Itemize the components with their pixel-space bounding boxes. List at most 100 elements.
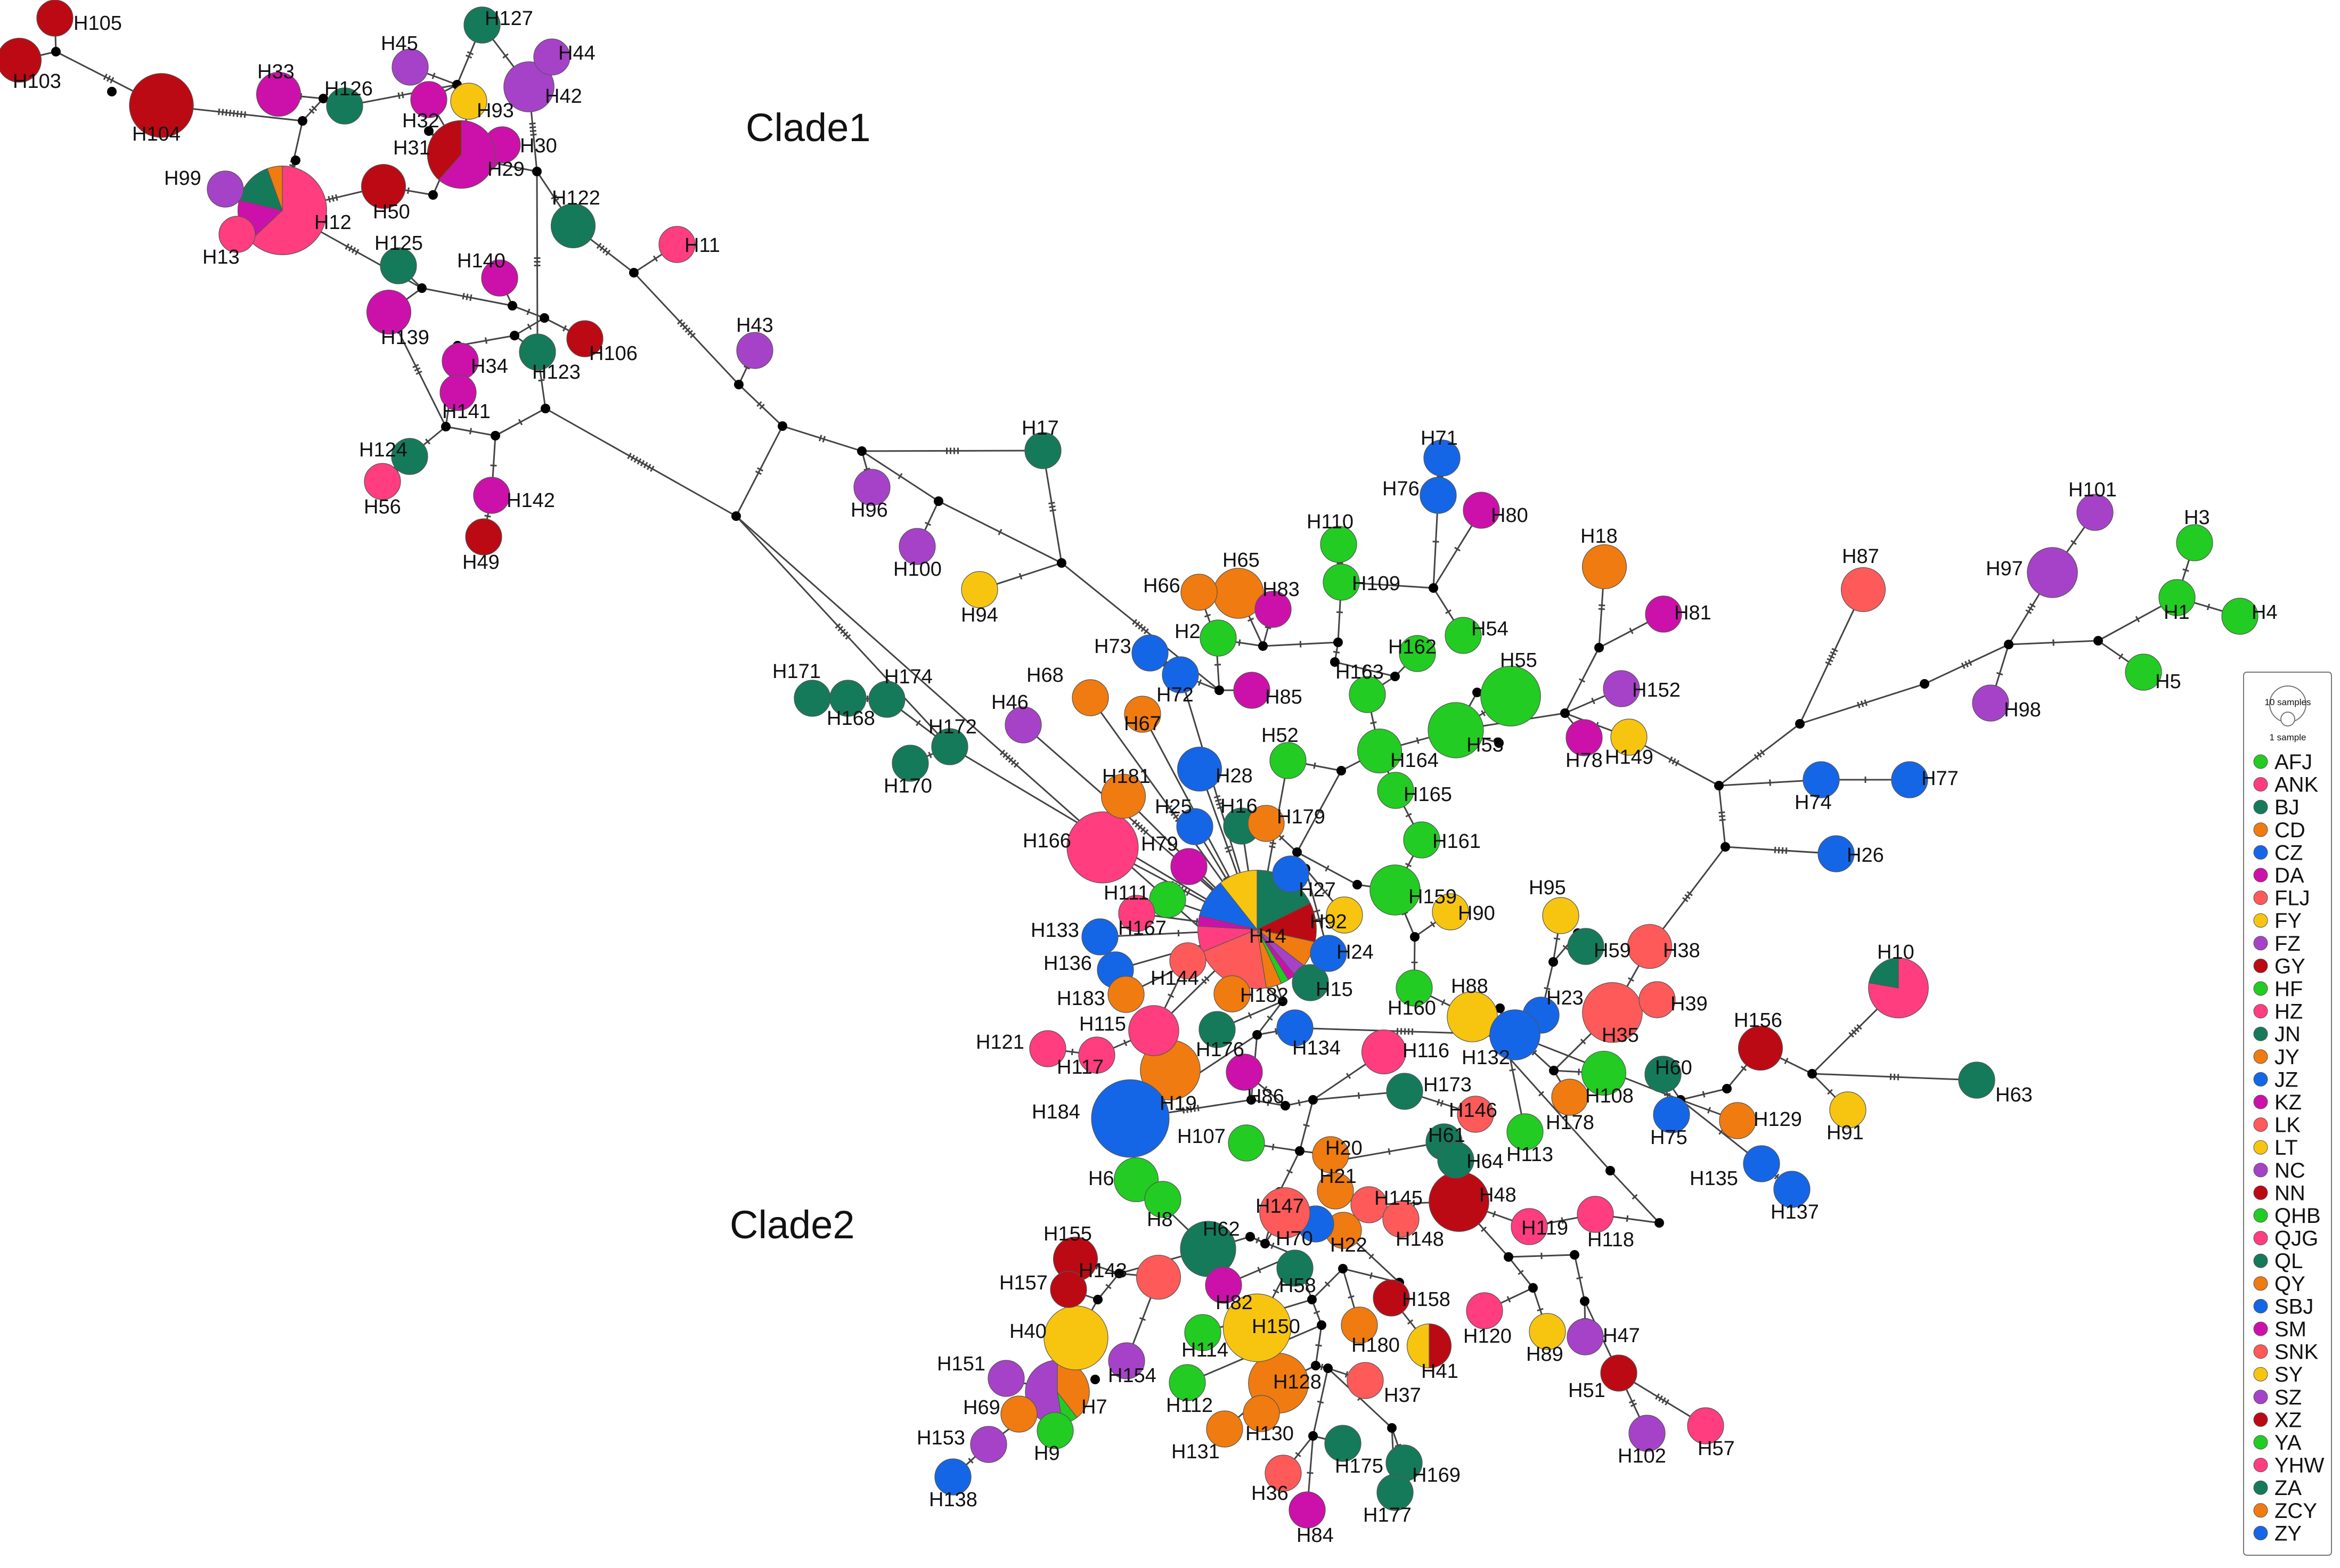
mutation-tick	[1348, 1296, 1355, 1297]
legend-swatch-lt	[2254, 1140, 2268, 1154]
mutation-tick	[1708, 1107, 1710, 1113]
median-vector	[857, 446, 867, 456]
haplotype-node-h166	[1067, 812, 1138, 883]
mutation-tick	[470, 295, 471, 301]
haplotype-label-h61: H61	[1428, 1124, 1465, 1147]
median-vector	[510, 331, 519, 340]
haplotype-node-h51	[1601, 1355, 1637, 1391]
legend-label-za: ZA	[2274, 1476, 2302, 1500]
median-vector	[1352, 880, 1362, 889]
median-vector	[1594, 643, 1604, 652]
haplotype-node-h129	[1719, 1102, 1756, 1139]
haplotype-label-h23: H23	[1546, 987, 1584, 1009]
haplotype-circle	[1137, 1255, 1181, 1300]
haplotype-label-h10: H10	[1877, 941, 1914, 963]
legend-label-ank: ANK	[2274, 773, 2319, 797]
haplotype-label-h122: H122	[552, 187, 600, 209]
haplotype-label-h102: H102	[1618, 1445, 1666, 1467]
haplotype-circle	[1959, 1062, 1995, 1098]
median-vector	[1654, 1218, 1664, 1228]
legend-label-flj: FLJ	[2274, 887, 2310, 910]
haplotype-node-h184	[1091, 1080, 1169, 1157]
haplotype-circle	[1200, 620, 1236, 656]
haplotype-label-h118: H118	[1587, 1229, 1634, 1251]
haplotype-label-h3: H3	[2184, 507, 2210, 529]
haplotype-label-h145: H145	[1374, 1187, 1423, 1210]
legend-swatch-xz	[2254, 1412, 2268, 1426]
legend-label-jz: JZ	[2274, 1068, 2298, 1091]
haplotype-label-h37: H37	[1384, 1384, 1421, 1407]
legend-label-sbj: SBJ	[2274, 1295, 2313, 1318]
haplotype-label-h106: H106	[589, 342, 638, 365]
haplotype-label-h116: H116	[1403, 1040, 1449, 1062]
haplotype-circle	[1481, 666, 1540, 726]
legend-swatch-gy	[2254, 959, 2268, 973]
haplotype-label-h34: H34	[471, 355, 508, 378]
haplotype-node-h2	[1200, 620, 1236, 656]
haplotype-label-h98: H98	[2004, 699, 2041, 721]
haplotype-label-h148: H148	[1396, 1228, 1444, 1251]
mutation-tick	[463, 293, 464, 299]
haplotype-label-h175: H175	[1335, 1455, 1383, 1477]
haplotype-circle	[1129, 1006, 1179, 1056]
haplotype-node-h120	[1466, 1293, 1503, 1329]
haplotype-label-h161: H161	[1432, 830, 1481, 853]
haplotype-label-h54: H54	[1471, 618, 1509, 640]
haplotype-label-h158: H158	[1402, 1288, 1450, 1311]
haplotype-circle	[971, 1426, 1007, 1463]
haplotype-label-h63: H63	[1995, 1084, 2033, 1106]
haplotype-label-h124: H124	[359, 439, 407, 461]
legend-label-sz: SZ	[2274, 1386, 2302, 1409]
haplotype-label-h88: H88	[1451, 975, 1488, 998]
median-vector	[731, 511, 741, 521]
median-vector	[1560, 708, 1570, 718]
mutation-tick	[218, 109, 219, 115]
legend-label-ql: QL	[2274, 1250, 2303, 1273]
median-vector	[1245, 1232, 1255, 1242]
legend-swatch-fz	[2254, 936, 2268, 950]
haplotype-circle	[1082, 919, 1118, 955]
median-vector	[491, 431, 500, 440]
median-vector	[417, 283, 427, 293]
haplotype-node-h94	[961, 571, 998, 608]
mutation-tick	[823, 436, 825, 442]
median-vector	[1258, 641, 1268, 651]
haplotype-label-h2: H2	[1175, 620, 1201, 643]
median-vector	[1311, 1361, 1320, 1370]
network-edge	[634, 273, 739, 385]
haplotype-label-h7: H7	[1081, 1396, 1107, 1418]
haplotype-label-h133: H133	[1031, 919, 1079, 942]
mutation-tick	[233, 110, 234, 117]
haplotype-label-h167: H167	[1118, 917, 1167, 940]
haplotype-circle	[988, 1360, 1024, 1396]
haplotype-label-h144: H144	[1151, 967, 1199, 990]
haplotype-label-h155: H155	[1043, 1223, 1092, 1245]
haplotype-label-h137: H137	[1771, 1201, 1819, 1223]
haplotype-label-h65: H65	[1222, 549, 1260, 571]
haplotype-label-h38: H38	[1663, 940, 1700, 962]
median-vector	[1090, 1375, 1100, 1384]
haplotype-label-h119: H119	[1521, 1217, 1568, 1239]
mutation-tick	[1139, 1318, 1145, 1320]
mutation-tick	[407, 187, 409, 194]
median-vector	[508, 301, 517, 311]
median-vector	[2093, 636, 2103, 646]
haplotype-label-h139: H139	[381, 326, 429, 349]
median-vector	[1093, 1295, 1103, 1304]
median-vector	[298, 116, 307, 126]
haplotype-labels: H1H2H3H4H5H6H7H8H9H10H11H12H13H14H15H16H…	[13, 7, 2278, 1547]
haplotype-circle	[1289, 1492, 1325, 1528]
median-vector	[1920, 679, 1929, 689]
haplotype-node-h3	[2176, 525, 2213, 561]
haplotype-label-h150: H150	[1252, 1316, 1300, 1338]
legend-swatch-zy	[2254, 1526, 2268, 1540]
haplotype-circle	[207, 171, 243, 207]
haplotype-label-h166: H166	[1023, 830, 1071, 852]
haplotype-node-h107	[1228, 1125, 1265, 1161]
haplotype-node-h105	[37, 0, 73, 36]
haplotype-label-h172: H172	[928, 716, 977, 738]
mutation-tick	[244, 111, 245, 118]
haplotype-label-h120: H120	[1463, 1325, 1512, 1348]
haplotype-circle	[1743, 1146, 1780, 1182]
haplotype-label-h170: H170	[884, 775, 932, 797]
